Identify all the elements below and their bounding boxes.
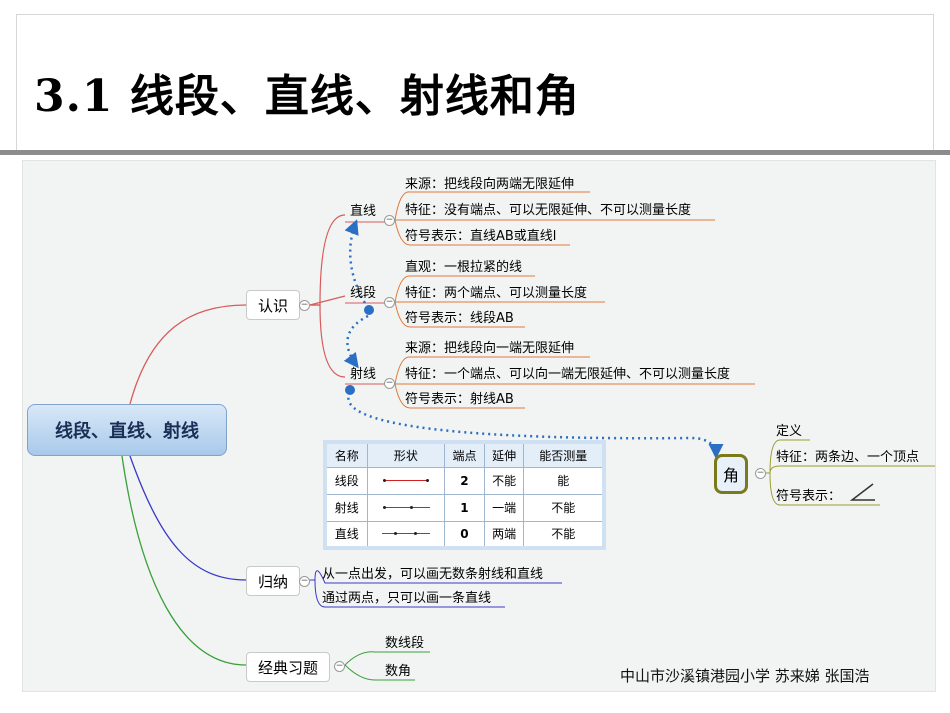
root-node[interactable]: 线段、直线、射线 [27,404,227,456]
table-cell-measure: 不能 [523,493,605,522]
segment-item: 特征：两个端点、可以测量长度 [405,286,588,301]
node-recognize[interactable]: 认识 [246,290,300,320]
collapse-toggle-ray[interactable]: − [384,378,395,389]
node-ray[interactable]: 射线 [350,367,377,382]
table-row: 线段 2 不能 能 [324,466,605,495]
collapse-toggle-exercises[interactable]: − [334,661,345,672]
collapse-toggle-line[interactable]: − [384,215,395,226]
mind-map-canvas [22,160,936,692]
line-item: 来源：把线段向两端无限延伸 [405,177,575,192]
table-header: 延伸 [483,441,525,468]
table-header: 名称 [324,441,368,468]
table-cell-extend: 一端 [483,493,525,522]
angle-item: 符号表示： [776,489,842,504]
table-cell-name: 线段 [324,466,368,495]
exercise-item[interactable]: 数角 [385,664,412,679]
author-credit: 中山市沙溪镇港园小学 苏来娣 张国浩 [620,667,870,685]
link-recognize-segment [309,295,346,306]
table-cell-extend: 不能 [483,466,525,495]
link-root-recognize [129,304,247,405]
table-cell-endpoints: 2 [444,466,485,495]
node-angle[interactable]: 角 [714,454,748,494]
table-cell-measure: 不能 [523,520,605,549]
comparison-table: 名称 形状 端点 延伸 能否测量 线段 2 不能 能 射线 1 一端 不能 直线… [323,440,606,550]
angle-item: 特征：两条边、一个顶点 [776,450,920,465]
line-shape [366,520,446,549]
table-cell-measure: 能 [523,466,605,495]
link-root-summary [129,455,247,581]
node-segment[interactable]: 线段 [350,286,377,301]
table-cell-name: 直线 [324,520,368,549]
collapse-toggle-recognize[interactable]: − [299,300,310,311]
table-cell-name: 射线 [324,493,368,522]
ray-shape [366,493,446,522]
relation-segment-to-ray [343,314,369,369]
angle-item: 定义 [776,424,803,439]
collapse-toggle-segment[interactable]: − [384,297,395,308]
summary-item: 通过两点，只可以画一条直线 [322,591,492,606]
collapse-toggle-angle[interactable]: − [755,468,766,479]
ray-item: 符号表示：射线AB [405,392,514,407]
segment-shape [366,466,446,495]
table-header: 能否测量 [523,441,605,468]
table-row: 直线 0 两端 不能 [324,520,605,549]
title-frame [16,14,934,154]
node-summary[interactable]: 归纳 [246,566,300,596]
table-cell-endpoints: 1 [444,493,485,522]
link-root-exercises [121,455,247,666]
link-recognize-line [310,214,346,306]
table-row: 射线 1 一端 不能 [324,493,605,522]
segment-item: 直观：一根拉紧的线 [405,260,523,275]
table-header: 端点 [444,441,485,468]
angle-symbol [849,483,875,501]
ray-item: 来源：把线段向一端无限延伸 [405,341,575,356]
line-item: 符号表示：直线AB或直线l [405,229,557,244]
table-header: 形状 [366,441,446,468]
collapse-toggle-summary[interactable]: − [299,576,310,587]
ray-item: 特征：一个端点、可以向一端无限延伸、不可以测量长度 [405,367,731,382]
segment-item: 符号表示：线段AB [405,311,514,326]
node-line[interactable]: 直线 [350,204,377,219]
summary-item: 从一点出发，可以画无数条射线和直线 [322,567,544,582]
table-cell-endpoints: 0 [444,520,485,549]
link-recognize-ray [310,304,346,378]
page-title: 3.1 线段、直线、射线和角 [34,71,580,122]
node-exercises[interactable]: 经典习题 [246,652,330,682]
table-cell-extend: 两端 [483,520,525,549]
title-divider [0,150,950,155]
line-item: 特征：没有端点、可以无限延伸、不可以测量长度 [405,203,692,218]
exercise-item[interactable]: 数线段 [385,636,425,651]
